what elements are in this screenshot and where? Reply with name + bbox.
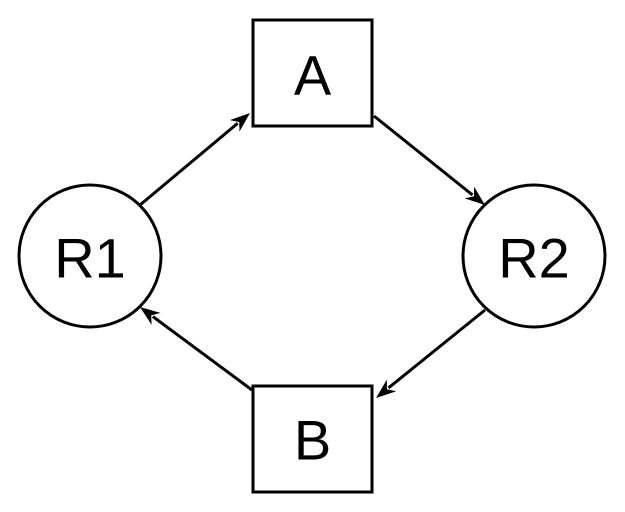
- node-a-box: [251, 18, 374, 128]
- edge-line: [387, 308, 486, 390]
- edge-r1-to-a: [139, 113, 250, 207]
- node-r2: R2: [461, 183, 607, 329]
- edge-line: [151, 315, 253, 392]
- edges-layer: [139, 113, 486, 398]
- node-r2-circle: [461, 183, 607, 329]
- edge-a-to-r2: [373, 114, 485, 205]
- node-b-label: B: [294, 409, 331, 472]
- node-a: A: [251, 18, 374, 128]
- node-r2-label: R2: [498, 227, 570, 290]
- node-b-box: [251, 384, 374, 494]
- arrowhead-icon: [229, 113, 250, 132]
- node-r1-label: R1: [54, 227, 126, 290]
- arrowhead-icon: [464, 186, 485, 205]
- node-b: B: [251, 384, 374, 494]
- node-r1: R1: [17, 183, 163, 329]
- edge-b-to-r1: [140, 307, 253, 392]
- edge-line: [139, 122, 239, 207]
- arrowhead-icon: [140, 307, 161, 325]
- node-r1-circle: [17, 183, 163, 329]
- edge-r2-to-b: [376, 308, 486, 398]
- edge-line: [373, 114, 474, 197]
- node-a-label: A: [294, 44, 332, 107]
- arrowhead-icon: [376, 379, 397, 398]
